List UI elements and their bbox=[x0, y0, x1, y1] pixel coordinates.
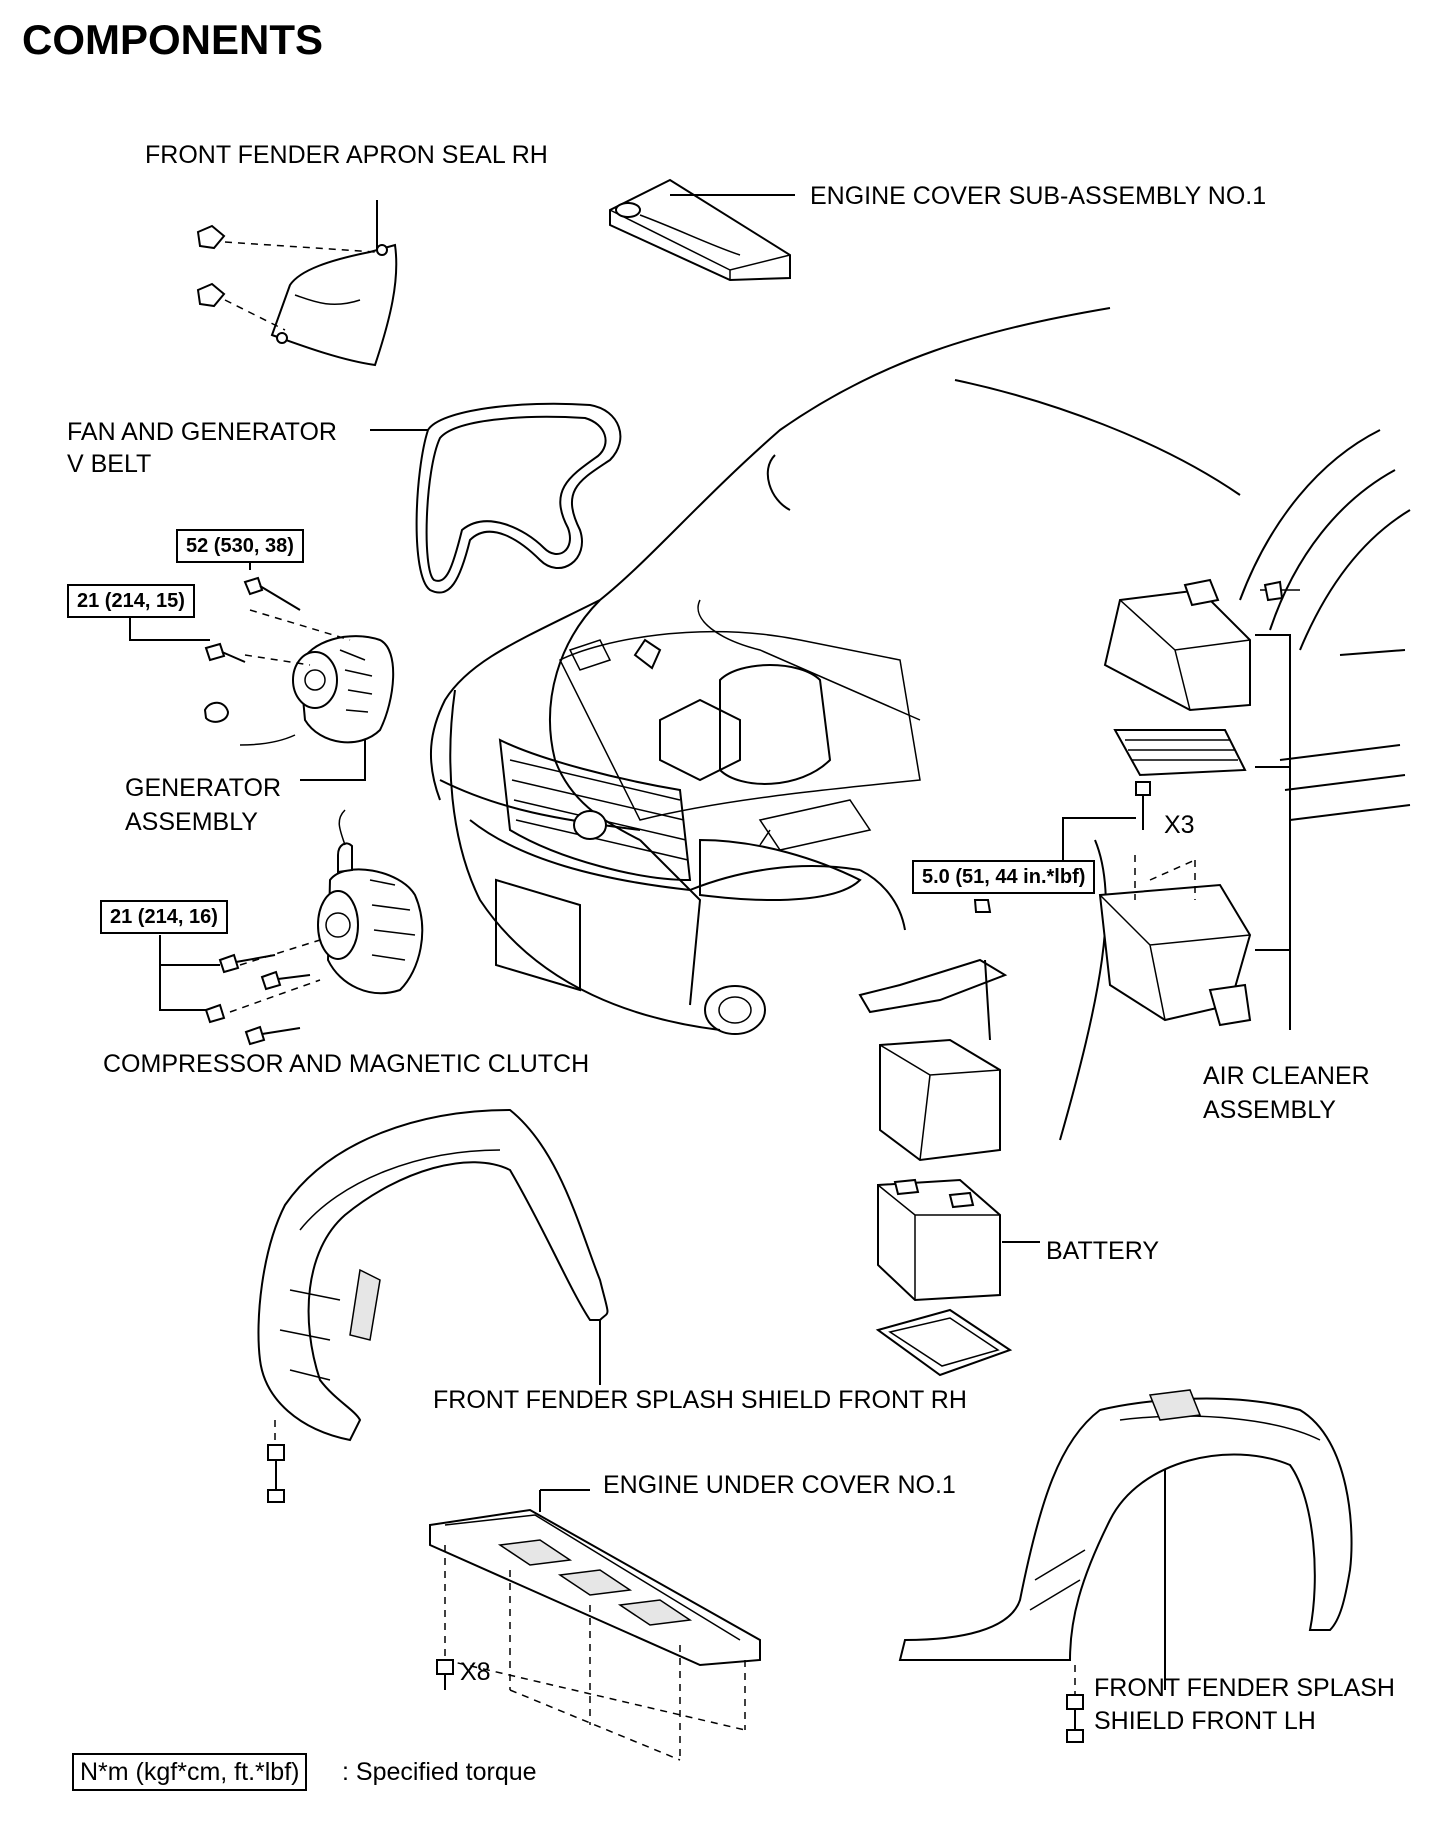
label-compressor: COMPRESSOR AND MAGNETIC CLUTCH bbox=[103, 1050, 590, 1078]
legend-torque-text: : Specified torque bbox=[342, 1758, 537, 1786]
splash-shield-rh-drawing bbox=[257, 1108, 609, 1503]
air-cleaner-drawing bbox=[1062, 578, 1300, 1030]
label-under-cover: ENGINE UNDER COVER NO.1 bbox=[603, 1471, 956, 1499]
vehicle-front-details bbox=[495, 738, 862, 1035]
label-air-cleaner-line1: AIR CLEANER bbox=[1203, 1062, 1370, 1090]
bolt-icon bbox=[204, 953, 311, 1046]
label-splash-lh-line1: FRONT FENDER SPLASH bbox=[1094, 1674, 1395, 1702]
label-air-cleaner-line2: ASSEMBLY bbox=[1203, 1096, 1336, 1124]
v-belt-drawing bbox=[370, 402, 622, 594]
engine-bay bbox=[558, 599, 921, 851]
label-under-cover-qty: X8 bbox=[460, 1658, 491, 1686]
torque-compressor: 21 (214, 16) bbox=[100, 900, 228, 934]
under-cover-drawing bbox=[429, 1489, 761, 1761]
vehicle-body-outline bbox=[430, 307, 1411, 1141]
splash-shield-lh-drawing bbox=[898, 1389, 1353, 1743]
torque-generator-lower: 21 (214, 15) bbox=[67, 584, 195, 618]
label-generator-line1: GENERATOR bbox=[125, 774, 282, 802]
torque-air-cleaner: 5.0 (51, 44 in.*lbf) bbox=[912, 860, 1096, 894]
compressor-drawing bbox=[159, 809, 424, 1046]
label-air-cleaner-qty: X3 bbox=[1164, 811, 1195, 839]
bolt-icon bbox=[267, 1444, 285, 1503]
page-title: COMPONENTS bbox=[22, 16, 324, 63]
label-splash-rh: FRONT FENDER SPLASH SHIELD FRONT RH bbox=[433, 1386, 967, 1414]
label-vbelt-line2: V BELT bbox=[67, 450, 152, 478]
generator-drawing bbox=[129, 548, 395, 781]
bolt-icon bbox=[1135, 781, 1151, 830]
label-vbelt-line1: FAN AND GENERATOR bbox=[67, 418, 337, 446]
label-apron-seal: FRONT FENDER APRON SEAL RH bbox=[145, 141, 548, 169]
engine-cover-drawing bbox=[609, 178, 795, 282]
bolt-icon bbox=[436, 1659, 454, 1690]
label-battery: BATTERY bbox=[1046, 1237, 1159, 1265]
battery-drawing bbox=[858, 899, 1040, 1377]
bolt-icon bbox=[1066, 1694, 1084, 1743]
apron-seal-drawing bbox=[196, 200, 398, 367]
bolt-icon bbox=[204, 576, 301, 663]
label-splash-lh-line2: SHIELD FRONT LH bbox=[1094, 1707, 1316, 1735]
torque-generator-upper: 52 (530, 38) bbox=[176, 529, 304, 563]
legend-torque-box: N*m (kgf*cm, ft.*lbf) bbox=[72, 1753, 308, 1791]
clip-icon bbox=[196, 224, 226, 308]
label-generator-line2: ASSEMBLY bbox=[125, 808, 258, 836]
label-engine-cover: ENGINE COVER SUB-ASSEMBLY NO.1 bbox=[810, 182, 1267, 210]
